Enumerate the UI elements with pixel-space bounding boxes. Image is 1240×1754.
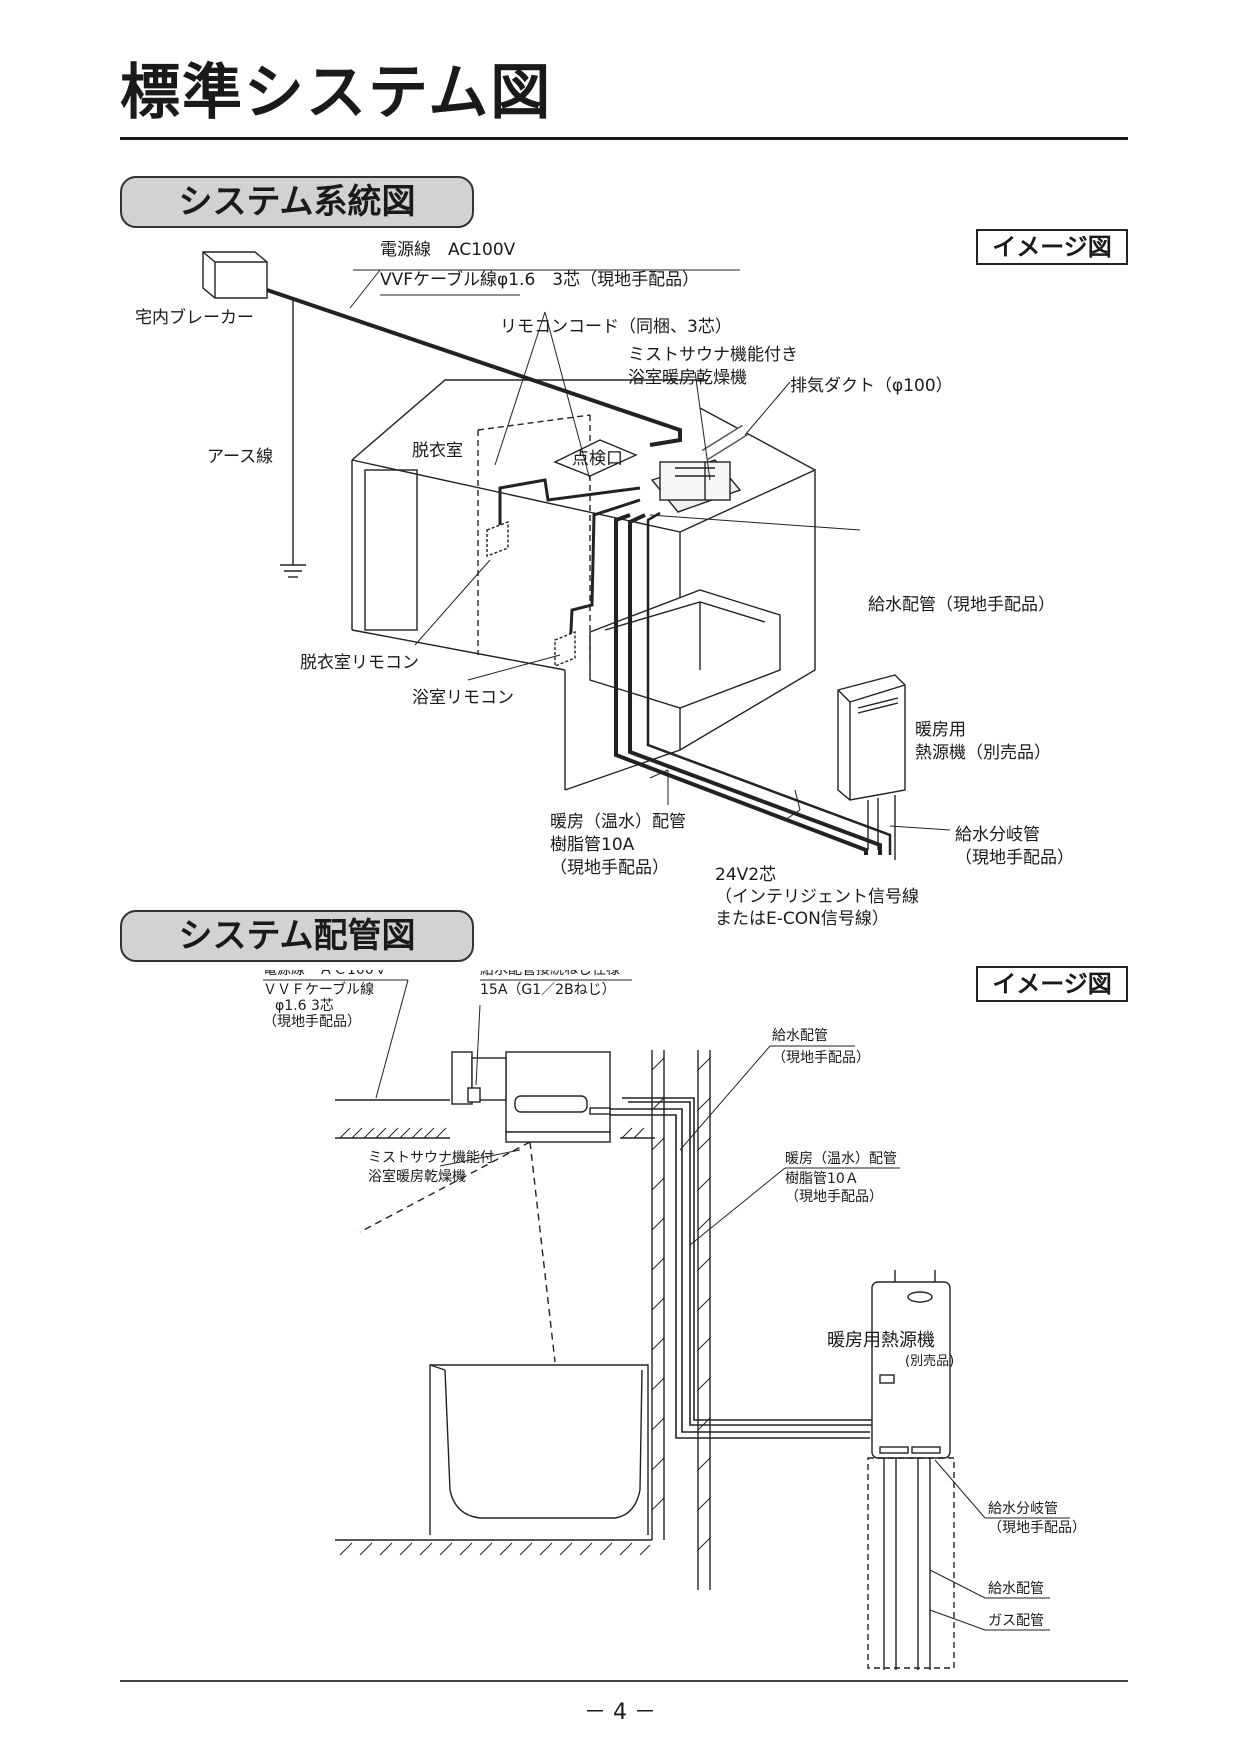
label2-branch-2: （現地手配品） [988, 1520, 1086, 1536]
label-heating-pipe-3: （現地手配品） [550, 858, 669, 878]
label-unit-line2: 浴室暖房乾燥機 [628, 368, 747, 388]
label2-unit-1: ミストサウナ機能付 [368, 1150, 494, 1166]
label-signal-2: （インテリジェント信号線 [715, 887, 919, 907]
title-rule [120, 137, 1128, 140]
label2-power-cable: ＶＶＦケーブル線 [263, 981, 374, 998]
label-earth-wire: アース線 [207, 447, 273, 467]
label-water-pipe: 給水配管（現地手配品） [868, 595, 1055, 615]
label-breaker: 宅内ブレーカー [135, 307, 254, 328]
label-power-cable: VVFケーブル線φ1.6 3芯（現地手配品） [380, 269, 699, 290]
label2-power-line: 電源線 ＡＣ100Ｖ [263, 970, 388, 978]
system-diagram: 電源線 AC100V VVFケーブル線φ1.6 3芯（現地手配品） 宅内ブレーカ… [135, 240, 1074, 929]
piping-diagram: 電源線 ＡＣ100Ｖ ＶＶＦケーブル線 φ1.6 3芯 （現地手配品） 給水配管… [263, 970, 1086, 1670]
label-heat-source-1: 暖房用 [915, 720, 966, 740]
label-heat-source-2: 熱源機（別売品） [915, 743, 1051, 763]
label2-water-pipe-2: （現地手配品） [772, 1050, 870, 1066]
label2-power-spec: φ1.6 3芯 [275, 998, 334, 1014]
image-badge-2: イメージ図 [976, 966, 1128, 1002]
label2-unit-2: 浴室暖房乾燥機 [368, 1168, 466, 1185]
heat-source-tall [867, 1270, 955, 1670]
label-branch-2: （現地手配品） [955, 848, 1074, 868]
dryer-unit [650, 424, 749, 513]
footer-rule [120, 1680, 1128, 1682]
section-tab-system-diagram: システム系統図 [120, 176, 474, 228]
label2-thread-spec-2: 15A（G1／2Bねじ） [480, 982, 616, 998]
room-box [351, 379, 708, 790]
label-heating-pipe-2: 樹脂管10A [550, 835, 635, 855]
pipes [610, 1097, 880, 1439]
label-branch-1: 給水分岐管 [955, 825, 1040, 845]
label-signal-1: 24V2芯 [715, 865, 776, 885]
label2-branch-1: 給水分岐管 [988, 1501, 1058, 1517]
label-inspection-port: 点検口 [572, 449, 623, 469]
label2-water-pipe-1: 給水配管 [772, 1028, 828, 1044]
label2-water-supply: 給水配管 [988, 1581, 1044, 1597]
bathtub [429, 1364, 649, 1535]
label2-heat-source-note: (別売品) [905, 1353, 954, 1369]
label-exhaust-duct: 排気ダクト（φ100） [790, 376, 953, 396]
label2-heat-source: 暖房用熱源機 [827, 1330, 935, 1351]
label-signal-3: またはE-CON信号線） [715, 909, 889, 929]
heat-source-unit [837, 674, 906, 860]
label-heating-pipe-1: 暖房（温水）配管 [550, 812, 686, 832]
label2-heating-pipe-2: 樹脂管10Ａ [785, 1171, 859, 1187]
page-title: 標準システム図 [120, 58, 553, 128]
page-number: － 4 － [584, 1700, 656, 1725]
label-remote-cord: リモコンコード（同梱、3芯） [500, 317, 732, 337]
label2-gas-pipe: ガス配管 [988, 1613, 1044, 1629]
label-dressing-remote: 脱衣室リモコン [300, 653, 419, 673]
ceiling-hatch [339, 1127, 645, 1139]
label-bath-remote: 浴室リモコン [412, 688, 514, 708]
earth-wire [280, 298, 306, 578]
label2-heating-pipe-1: 暖房（温水）配管 [785, 1151, 897, 1167]
label2-thread-spec-1: 給水配管接続ねじ仕様 [480, 970, 620, 978]
floor-hatch [339, 1542, 651, 1556]
label-dressing-room: 脱衣室 [412, 441, 463, 461]
heating-pipes [614, 513, 882, 855]
breaker-box [202, 251, 268, 299]
label-power-line: 電源線 AC100V [380, 240, 516, 260]
label-unit-line1: ミストサウナ機能付き [628, 345, 798, 365]
section-tab-piping-diagram: システム配管図 [120, 910, 474, 962]
label2-heating-pipe-3: （現地手配品） [785, 1189, 883, 1205]
bathroom-box [564, 407, 816, 791]
label2-power-local: （現地手配品） [263, 1014, 361, 1030]
unit-side [451, 1051, 611, 1143]
image-badge-1: イメージ図 [976, 229, 1128, 265]
